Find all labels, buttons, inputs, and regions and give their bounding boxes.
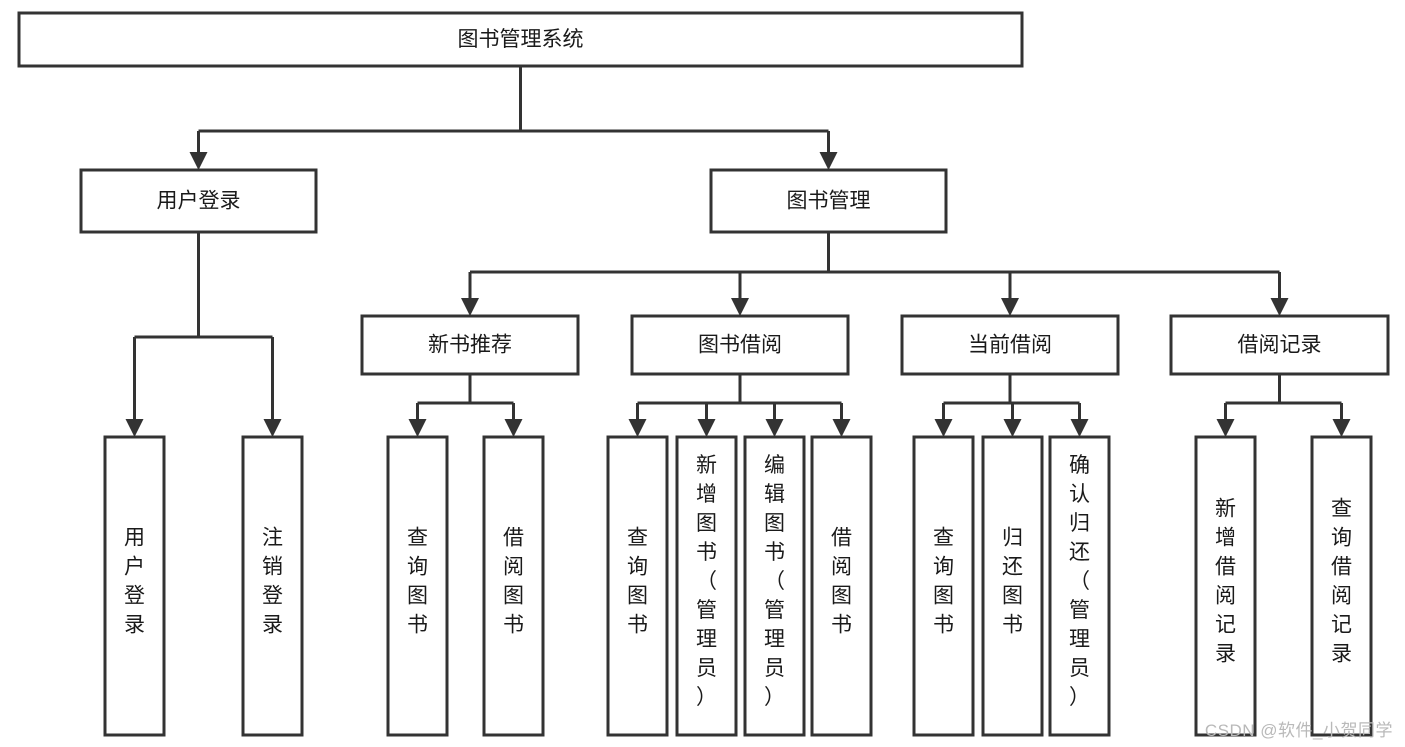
node-borrow-record[interactable]: 借阅记录 xyxy=(1169,314,1390,376)
node-leaf-user-logout-label: 注销登录 xyxy=(262,527,283,637)
node-leaf-borrow-book-1[interactable]: 借阅图书 xyxy=(482,435,545,737)
node-book-borrow[interactable]: 图书借阅 xyxy=(630,314,850,376)
node-leaf-add-record-label: 新增借阅记录 xyxy=(1215,498,1236,666)
conn-current-borrow-arrow-2 xyxy=(1070,419,1089,437)
node-leaf-user-login-label: 用户登录 xyxy=(124,527,145,637)
node-leaf-query-book-1-label: 查询图书 xyxy=(407,527,428,637)
node-leaf-query-record[interactable]: 查询借阅记录 xyxy=(1310,435,1373,737)
conn-borrow-record-arrow-1 xyxy=(1332,419,1351,437)
node-root-label: 图书管理系统 xyxy=(458,28,584,51)
node-book-borrow-label: 图书借阅 xyxy=(698,334,782,357)
node-new-book-recommend[interactable]: 新书推荐 xyxy=(360,314,580,376)
node-leaf-query-book-3-label: 查询图书 xyxy=(933,527,954,637)
conn-root-arrow-0 xyxy=(189,152,208,170)
conn-book-borrow-arrow-1 xyxy=(697,419,716,437)
node-leaf-query-book-1[interactable]: 查询图书 xyxy=(386,435,449,737)
node-leaf-add-record[interactable]: 新增借阅记录 xyxy=(1194,435,1257,737)
conn-book-borrow-arrow-3 xyxy=(832,419,851,437)
conn-current-borrow-arrow-0 xyxy=(934,419,953,437)
node-user-login[interactable]: 用户登录 xyxy=(79,168,318,234)
node-leaf-add-book-label: 新增图书（管理员） xyxy=(696,454,717,709)
node-root[interactable]: 图书管理系统 xyxy=(17,11,1024,68)
nodes-layer: 图书管理系统用户登录图书管理新书推荐图书借阅当前借阅借阅记录用户登录注销登录查询… xyxy=(17,11,1390,737)
node-leaf-query-book-2-label: 查询图书 xyxy=(627,527,648,637)
connectors-layer xyxy=(125,66,1351,437)
node-book-manage-label: 图书管理 xyxy=(787,190,871,213)
conn-book-manage-arrow-1 xyxy=(731,298,749,316)
conn-book-manage-arrow-3 xyxy=(1270,298,1289,316)
node-leaf-borrow-book-1-label: 借阅图书 xyxy=(503,527,524,637)
node-leaf-return-book[interactable]: 归还图书 xyxy=(981,435,1044,737)
node-leaf-confirm-return[interactable]: 确认归还（管理员） xyxy=(1048,435,1111,737)
node-borrow-record-label: 借阅记录 xyxy=(1238,334,1322,357)
conn-root-arrow-1 xyxy=(819,152,838,170)
conn-book-borrow-arrow-0 xyxy=(628,419,647,437)
node-leaf-add-book[interactable]: 新增图书（管理员） xyxy=(675,435,738,737)
node-current-borrow-label: 当前借阅 xyxy=(968,334,1052,357)
node-leaf-edit-book-label: 编辑图书（管理员） xyxy=(764,454,785,709)
conn-new-book-recommend-arrow-0 xyxy=(408,419,427,437)
node-leaf-edit-book[interactable]: 编辑图书（管理员） xyxy=(743,435,806,737)
conn-user-login-arrow-0 xyxy=(125,419,144,437)
conn-new-book-recommend-arrow-1 xyxy=(504,419,523,437)
node-book-manage[interactable]: 图书管理 xyxy=(709,168,948,234)
node-leaf-query-record-label: 查询借阅记录 xyxy=(1331,498,1352,666)
node-leaf-query-book-2[interactable]: 查询图书 xyxy=(606,435,669,737)
node-leaf-return-book-label: 归还图书 xyxy=(1002,527,1023,637)
node-leaf-confirm-return-label: 确认归还（管理员） xyxy=(1069,454,1090,709)
conn-user-login-arrow-1 xyxy=(263,419,282,437)
conn-current-borrow-arrow-1 xyxy=(1003,419,1022,437)
conn-borrow-record-arrow-0 xyxy=(1216,419,1235,437)
node-leaf-user-logout[interactable]: 注销登录 xyxy=(241,435,304,737)
node-leaf-borrow-book-2-label: 借阅图书 xyxy=(831,527,852,637)
conn-book-manage-arrow-0 xyxy=(461,298,479,316)
conn-book-borrow-arrow-2 xyxy=(765,419,784,437)
node-leaf-user-login[interactable]: 用户登录 xyxy=(103,435,166,737)
conn-book-manage-arrow-2 xyxy=(1001,298,1019,316)
node-user-login-label: 用户登录 xyxy=(157,190,241,213)
node-current-borrow[interactable]: 当前借阅 xyxy=(900,314,1120,376)
node-leaf-borrow-book-2[interactable]: 借阅图书 xyxy=(810,435,873,737)
node-new-book-recommend-label: 新书推荐 xyxy=(428,334,512,357)
node-leaf-query-book-3[interactable]: 查询图书 xyxy=(912,435,975,737)
